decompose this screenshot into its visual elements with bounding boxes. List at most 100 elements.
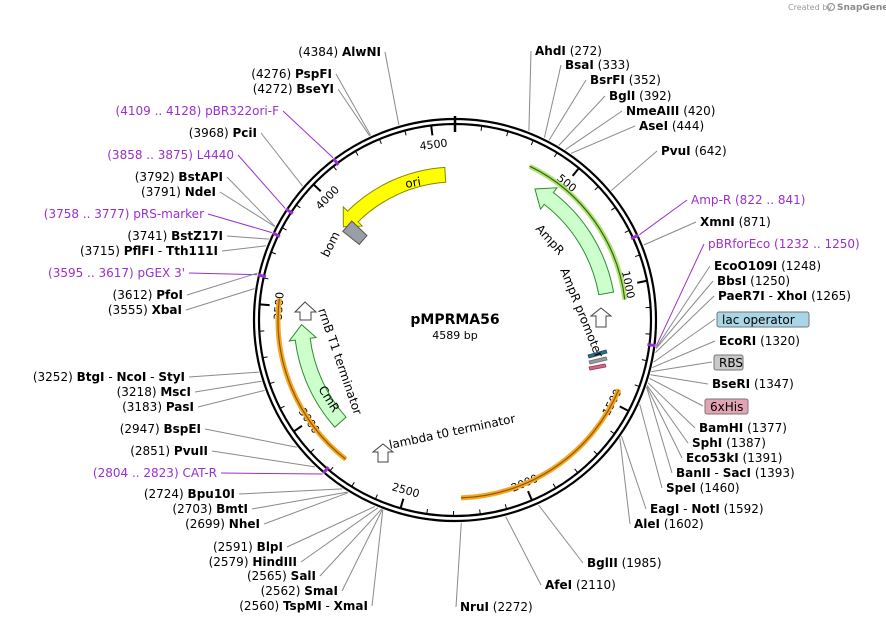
site-label[interactable]: AhdI (272) [535,44,602,58]
site-name: Amp-R [691,193,731,207]
ori-label: ori [404,174,422,190]
site-label[interactable]: BsaI (333) [565,58,630,72]
leader-line [655,280,714,349]
site-label[interactable]: BglII (1985) [587,556,662,570]
tick-mark [378,138,382,144]
site-position: (3858 .. 3875) [107,148,197,162]
site-label[interactable]: (2591) BlpI [213,540,283,554]
site-label[interactable]: (3183) PasI [122,400,194,414]
site-label[interactable]: BamHI (1377) [699,421,787,435]
leader-line [188,272,258,276]
tick-mark [332,166,337,171]
ori-feature-arrow[interactable] [342,166,447,228]
feature-box-6xhis[interactable]: 6xHis [704,398,749,415]
site-label-text: AseI (444) [639,119,704,133]
lambda-terminator-arrow[interactable] [371,443,395,463]
ampr-feature-arrow[interactable] [534,187,615,296]
site-separator: - [322,599,334,613]
site-label[interactable]: (3715) PflFI - Tth111I [80,244,218,258]
site-name-2: Tth111I [166,244,218,258]
site-label[interactable]: BglI (392) [609,89,671,103]
site-label[interactable]: (3968) PciI [189,126,257,140]
feature-box-lac-operator[interactable]: lac operator [716,311,810,328]
site-label[interactable]: AleI (1602) [634,517,704,531]
ampr-promoter-arrow[interactable] [589,307,613,328]
site-label[interactable]: (2724) Bpu10I [144,487,235,501]
site-label[interactable]: pBRforEco (1232 .. 1250) [708,237,860,251]
site-label[interactable]: (3612) PfoI [113,288,183,302]
site-position: (2562) [261,584,305,598]
feature-box-rbs[interactable]: RBS [713,354,744,371]
site-label[interactable]: (2565) SalI [247,569,316,583]
site-label[interactable]: (3595 .. 3617) pGEX 3' [48,266,185,280]
site-label[interactable]: (2699) NheI [185,517,260,531]
site-position: (642) [691,144,727,158]
his-tag-mark [588,363,607,371]
tick-mark [624,229,630,234]
site-label[interactable]: (3252) BtgI - NcoI - StyI [33,370,185,384]
site-label[interactable]: PvuI (642) [661,144,727,158]
leader-line [319,508,382,577]
site-label[interactable]: Eco53kI (1391) [686,451,782,465]
site-label[interactable]: (4109 .. 4128) pBR322ori-F [116,104,280,118]
site-label[interactable]: (3858 .. 3875) L4440 [107,148,234,162]
site-label[interactable]: NruI (2272) [460,600,533,614]
site-separator: - [711,466,723,480]
site-label[interactable]: Amp-R (822 .. 841) [691,193,805,207]
site-label[interactable]: (4276) PspFI [251,67,332,81]
site-name-2: NcoI [116,370,146,384]
site-label[interactable]: (2560) TspMI - XmaI [239,599,368,613]
site-label[interactable]: AseI (444) [639,119,704,133]
primer-mark [647,343,656,348]
tick-mark [270,251,276,255]
site-label[interactable]: (3741) BstZ17I [127,229,223,243]
rrnb-terminator-arrow[interactable] [293,301,318,321]
site-position: (1347) [750,377,794,391]
site-label[interactable]: NmeAIII (420) [626,104,715,118]
site-label[interactable]: (3791) NdeI [141,185,216,199]
bom-feature[interactable] [342,220,368,246]
site-label[interactable]: EcoRI (1320) [719,334,800,348]
site-label[interactable]: SpeI (1460) [666,481,740,495]
site-label[interactable]: (3758 .. 3777) pRS-marker [44,207,204,221]
site-label[interactable]: (2947) BspEI [120,422,201,436]
plasmid-name: pMPRMA56 [410,312,499,328]
site-name: BglI [609,89,635,103]
site-label[interactable]: AfeI (2110) [545,578,616,592]
site-label[interactable]: (4272) BseYI [253,82,334,96]
site-label[interactable]: EagI - NotI (1592) [650,502,764,516]
site-label-text: (2804 .. 2823) CAT-R [93,466,217,480]
site-label[interactable]: PaeR7I - XhoI (1265) [718,289,851,303]
site-name: BglII [587,556,618,570]
leader-line [565,110,623,151]
site-label-text: (2703) BmtI [172,502,248,516]
site-label-text: (4384) AlwNI [298,45,381,59]
site-label-text: (3791) NdeI [141,185,216,199]
site-label[interactable]: (2703) BmtI [172,502,248,516]
site-label[interactable]: (4384) AlwNI [298,45,381,59]
site-label[interactable]: SphI (1387) [692,436,766,450]
site-label[interactable]: BanII - SacI (1393) [676,466,795,480]
primer-mark [332,157,340,166]
site-label[interactable]: BsrFI (352) [590,73,661,87]
site-label[interactable]: (2804 .. 2823) CAT-R [93,466,217,480]
site-label-text: BamHI (1377) [699,421,787,435]
site-label[interactable]: (3218) MscI [117,385,191,399]
leader-line [639,199,688,236]
site-label[interactable]: (2579) HindIII [209,555,297,569]
leader-line [646,385,689,444]
site-label[interactable]: (3792) BstAPI [135,170,223,184]
site-label[interactable]: EcoO109I (1248) [714,259,821,273]
cmr-feature-arrow[interactable] [288,323,347,428]
tick-mark [263,277,269,280]
snapgene-logo-icon [826,2,836,12]
site-label[interactable]: XmnI (871) [700,215,771,229]
site-label[interactable]: BbsI (1250) [717,274,790,288]
orange-arc-right [460,388,622,501]
leader-line [211,450,315,468]
site-label[interactable]: BseRI (1347) [712,377,794,391]
site-label[interactable]: (2562) SmaI [261,584,338,598]
site-label[interactable]: (3555) XbaI [108,303,182,317]
site-label-text: (4272) BseYI [253,82,334,96]
site-label[interactable]: (2851) PvuII [130,444,208,458]
